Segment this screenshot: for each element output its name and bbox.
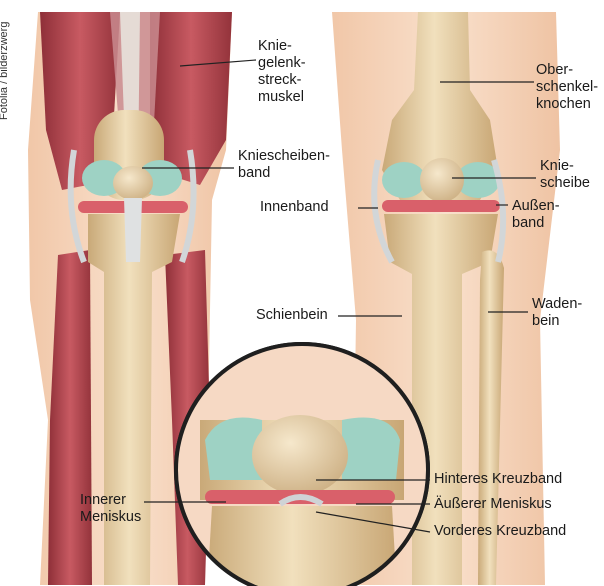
label-femur: Ober- schenkel- knochen: [536, 62, 598, 113]
label-patellar-ligament: Kniescheiben- band: [238, 148, 330, 182]
meniscus-right-view: [382, 200, 500, 212]
label-lateral-ligament: Außen- band: [512, 198, 560, 232]
label-posterior-cruciate: Hinteres Kreuzband: [434, 471, 562, 488]
label-patella: Knie- scheibe: [540, 158, 590, 192]
label-lateral-meniscus: Äußerer Meniskus: [434, 496, 552, 513]
label-fibula: Waden- bein: [532, 296, 582, 330]
label-tibia: Schienbein: [256, 307, 328, 324]
label-anterior-cruciate: Vorderes Kreuzband: [434, 523, 566, 540]
label-medial-meniscus: Innerer Meniskus: [80, 492, 141, 526]
patella-left-view: [113, 166, 153, 200]
label-medial-ligament: Innenband: [260, 199, 329, 216]
patellar-ligament: [124, 198, 142, 262]
image-credit: Fotolia / bilderzwerg: [0, 22, 10, 120]
patella: [420, 158, 464, 202]
label-quadriceps: Knie- gelenk- streck- muskel: [258, 38, 306, 106]
